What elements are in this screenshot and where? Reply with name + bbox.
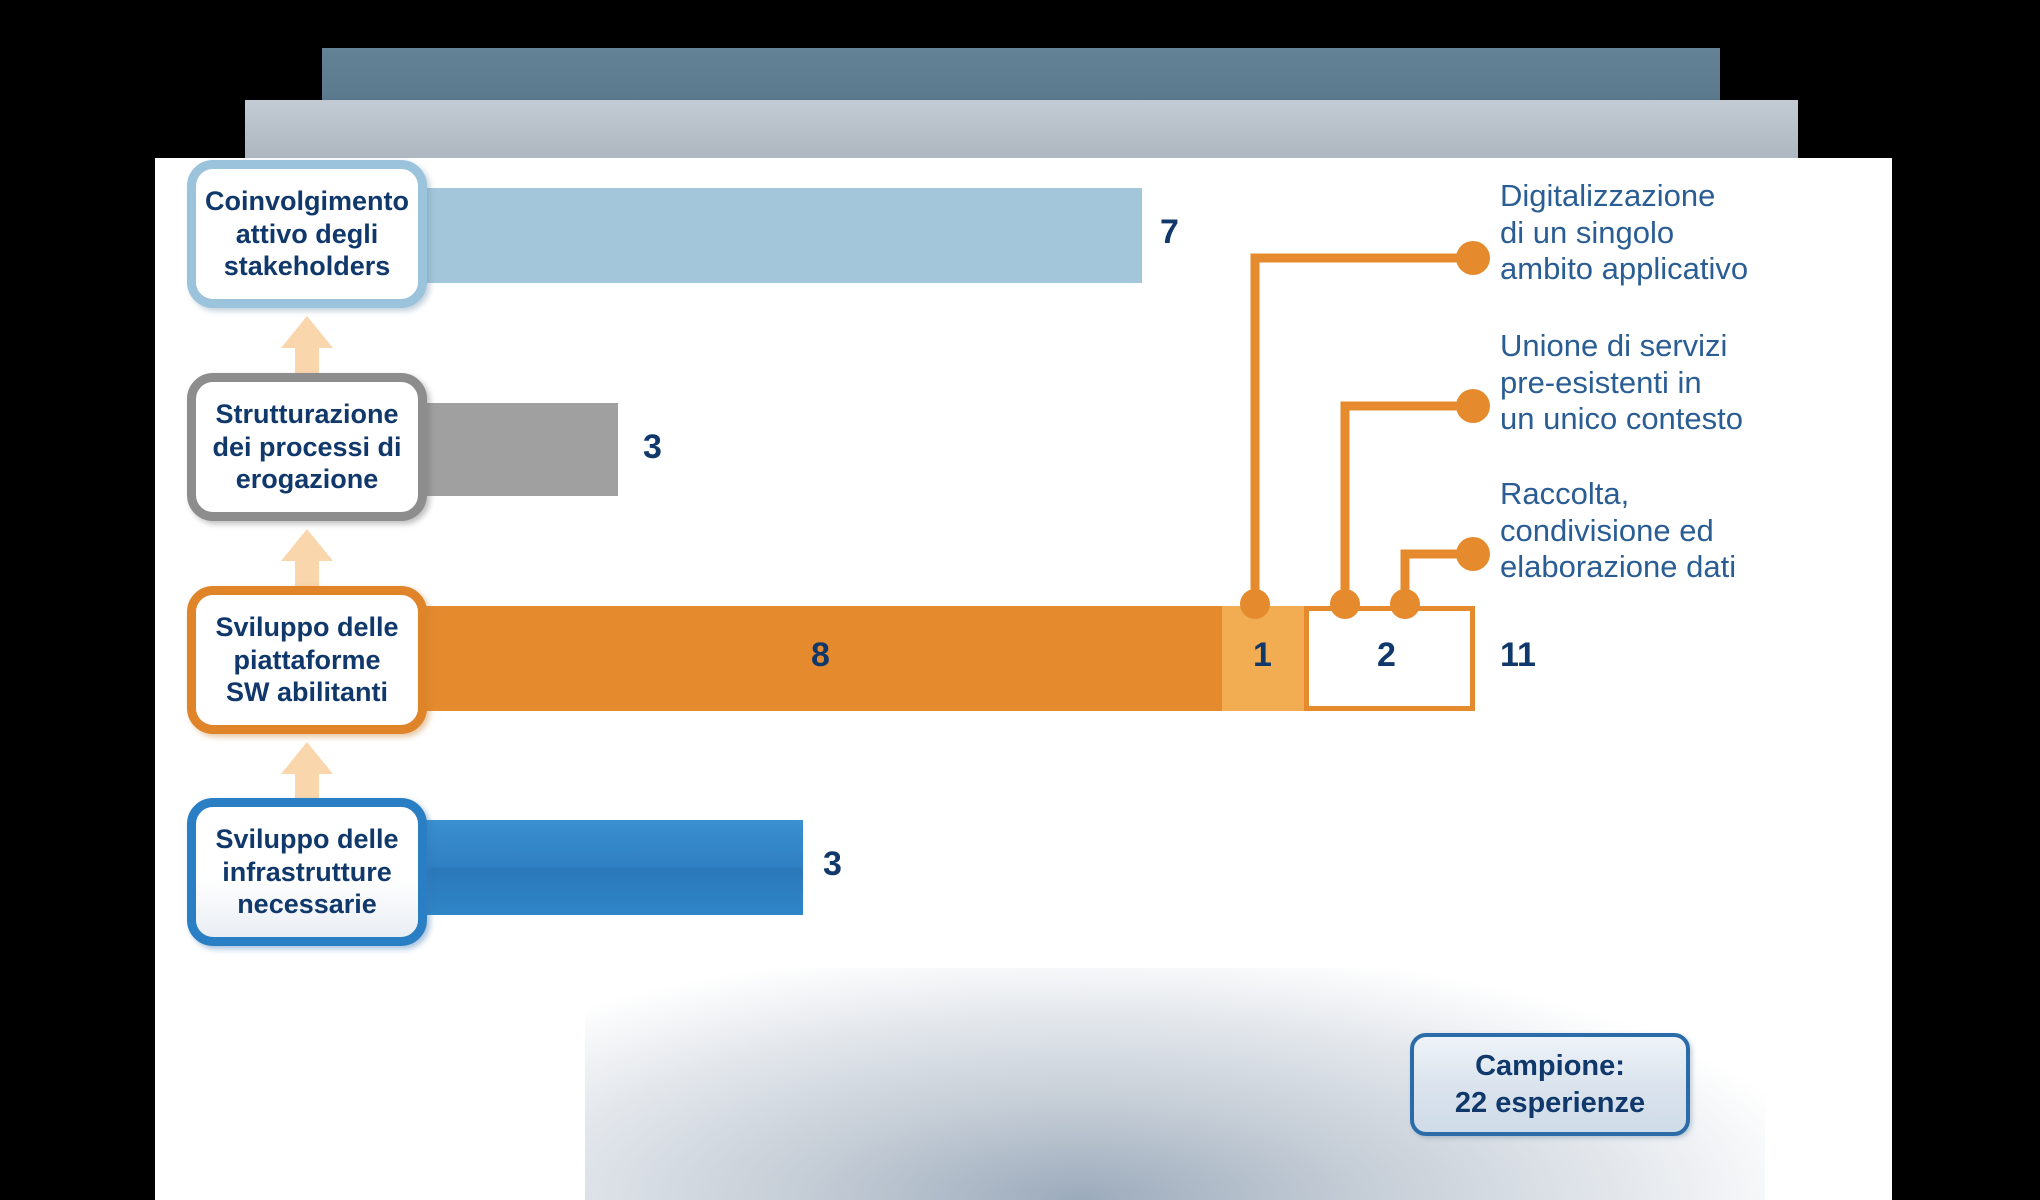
bar-value-piattaforme-main: 8: [811, 636, 830, 674]
stage-box-processi[interactable]: Strutturazione dei processi di erogazion…: [187, 373, 427, 521]
header-bar-light: [245, 100, 1798, 158]
bar-processi: [420, 403, 618, 496]
bar-value-infrastrutture: 3: [823, 845, 842, 883]
stage-label-stakeholders: Coinvolgimento attivo degli stakeholders: [205, 186, 409, 282]
slide-body: 7 3 8 1 2 11 3 Coinvolgimento atti: [155, 158, 1892, 1200]
stage-box-piattaforme[interactable]: Sviluppo delle piattaforme SW abilitanti: [187, 586, 427, 734]
bar-value-piattaforme-total: 11: [1500, 636, 1536, 674]
bar-stakeholders: [420, 188, 1142, 283]
bar-value-piattaforme-seg2: 1: [1253, 636, 1272, 674]
annotation-unione-servizi: Unione di servizi pre-esistenti in un un…: [1500, 328, 1744, 437]
annotation-digitalizzazione: Digitalizzazione di un singolo ambito ap…: [1500, 178, 1749, 287]
up-arrow-icon-2: [281, 529, 333, 591]
stage-label-processi: Strutturazione dei processi di erogazion…: [212, 399, 402, 495]
stage-box-stakeholders[interactable]: Coinvolgimento attivo degli stakeholders: [187, 160, 427, 308]
bar-piattaforme-main: [420, 606, 1222, 711]
stage-box-infrastrutture[interactable]: Sviluppo delle infrastrutture necessarie: [187, 798, 427, 946]
up-arrow-icon-1: [281, 316, 333, 378]
bar-piattaforme-segment-2: [1222, 606, 1304, 711]
bar-value-processi: 3: [643, 428, 662, 466]
sample-size-box: Campione: 22 esperienze: [1410, 1033, 1690, 1136]
stage-label-infrastrutture: Sviluppo delle infrastrutture necessarie: [215, 824, 399, 920]
callout-connectors: [1240, 241, 1490, 619]
bar-infrastrutture: [420, 820, 803, 915]
annotation-raccolta-dati: Raccolta, condivisione ed elaborazione d…: [1500, 476, 1737, 585]
bar-piattaforme-segment-3: [1304, 606, 1475, 711]
bar-value-piattaforme-seg3: 2: [1377, 636, 1396, 674]
bar-value-stakeholders: 7: [1160, 213, 1179, 251]
header-bar-dark: [322, 48, 1720, 100]
stage-label-piattaforme: Sviluppo delle piattaforme SW abilitanti: [215, 612, 399, 708]
